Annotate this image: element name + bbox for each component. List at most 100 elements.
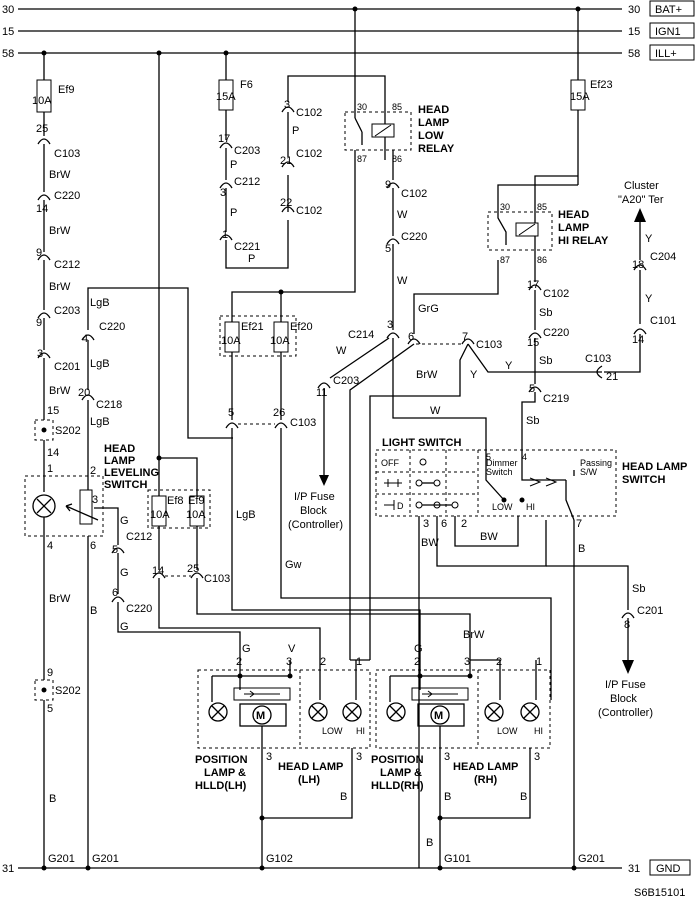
wire-b-6: B	[520, 791, 527, 803]
svg-text:9: 9	[385, 179, 391, 191]
cluster-label: Cluster "A20" Ter	[618, 180, 664, 206]
svg-text:14: 14	[47, 447, 59, 459]
rail-15-number: 15	[2, 26, 14, 38]
connector-c212-g: C212	[126, 531, 152, 543]
fuse-ef8-name: Ef8	[167, 495, 184, 507]
svg-text:"A20" Ter: "A20" Ter	[618, 194, 664, 206]
fuse-ef8-rating: 10A	[150, 509, 170, 521]
rail-label-ill: ILL+	[655, 48, 677, 60]
svg-text:Cluster: Cluster	[624, 180, 659, 192]
svg-text:HI RELAY: HI RELAY	[558, 235, 609, 247]
wire-sb-2: Sb	[539, 355, 552, 367]
fuse-ef9-mid-rating: 10A	[186, 509, 206, 521]
passing-label-2: S/W	[580, 467, 598, 477]
connector-c203-11: C203	[333, 375, 359, 387]
wire-g-1: G	[120, 515, 129, 527]
svg-text:30: 30	[500, 202, 510, 212]
svg-text:7: 7	[576, 518, 582, 530]
head-lamp-switch-title: HEAD LAMP SWITCH	[622, 461, 687, 486]
light-switch-title: LIGHT SWITCH	[382, 437, 461, 449]
svg-text:8: 8	[624, 619, 630, 631]
wire-y-4: Y	[645, 233, 653, 245]
svg-text:HEAD: HEAD	[104, 443, 135, 455]
connector-c102-3: C102	[296, 107, 322, 119]
connector-c203: C203	[54, 305, 80, 317]
wire-brw-5: BrW	[49, 593, 71, 605]
svg-text:3: 3	[266, 751, 272, 763]
connector-c203-f6: C203	[234, 145, 260, 157]
ip-fuse-block-1: I/P Fuse Block (Controller)	[288, 491, 343, 531]
svg-text:3: 3	[534, 751, 540, 763]
svg-text:14: 14	[152, 565, 164, 577]
rail-15-number-right: 15	[628, 26, 640, 38]
hi-relay-title: HEAD LAMP HI RELAY	[558, 209, 609, 247]
wire-g-3: G	[120, 621, 129, 633]
cluster-output: 21 C103 14 C101 Y 18 C204 Y Cluster "A20…	[580, 180, 676, 383]
svg-text:5: 5	[529, 383, 535, 395]
lgb-wire: 20 C218 LgB 4 C220 LgB LgB B G201	[78, 287, 233, 871]
svg-text:85: 85	[537, 202, 547, 212]
svg-text:3: 3	[286, 656, 292, 668]
passing-label-1: Passing	[580, 458, 612, 468]
svg-text:RELAY: RELAY	[418, 143, 455, 155]
rail-30-number-right: 30	[628, 4, 640, 16]
rh-lamp-assembly: 2 3 2 1 G M LOW HI 3 3 B B B G101 POSITI…	[350, 643, 551, 871]
power-rails: 30 15 58 30 15 58 BAT+ IGN1 ILL+ 31 31 G…	[2, 0, 695, 876]
leveling-switch-title: HEAD LAMP LEVELING SWITCH	[104, 443, 159, 491]
svg-text:3: 3	[423, 518, 429, 530]
svg-text:Block: Block	[610, 693, 637, 705]
svg-text:4: 4	[82, 333, 88, 345]
fuse-f6-name: F6	[240, 79, 253, 91]
connector-c101: C101	[650, 315, 676, 327]
f6-circuit: F6 15A 17 C203 P 3 C212 P 1 C221 P 22 C1…	[216, 53, 386, 269]
svg-text:4: 4	[522, 452, 527, 462]
svg-text:POSITION: POSITION	[371, 754, 424, 766]
svg-text:17: 17	[527, 279, 539, 291]
svg-text:3: 3	[356, 751, 362, 763]
svg-text:4: 4	[47, 540, 53, 552]
svg-text:I/P Fuse: I/P Fuse	[294, 491, 335, 503]
svg-text:9: 9	[47, 667, 53, 679]
svg-text:LEVELING: LEVELING	[104, 467, 159, 479]
svg-text:87: 87	[357, 154, 367, 164]
svg-text:HI: HI	[534, 726, 543, 736]
connector-c102-17: C102	[543, 288, 569, 300]
ground-g201-3: G201	[578, 853, 605, 865]
svg-text:2: 2	[461, 518, 467, 530]
svg-text:5: 5	[385, 243, 391, 255]
svg-text:HEAD LAMP: HEAD LAMP	[453, 761, 518, 773]
svg-text:5: 5	[47, 703, 53, 715]
svg-text:2: 2	[236, 656, 242, 668]
wire-brw-6: BrW	[416, 369, 438, 381]
fuse-ef9-mid-name: Ef9	[188, 495, 205, 507]
wire-y-3: Y	[645, 293, 653, 305]
svg-text:POSITION: POSITION	[195, 754, 248, 766]
connector-c218: C218	[96, 399, 122, 411]
wire-sb-3: Sb	[526, 415, 539, 427]
fuse-ef21-rating: 10A	[221, 335, 241, 347]
fuse-ef9-left-name: Ef9	[58, 84, 75, 96]
svg-text:5: 5	[228, 407, 234, 419]
svg-text:LAMP: LAMP	[418, 117, 449, 129]
connector-c221: C221	[234, 241, 260, 253]
svg-text:HEAD: HEAD	[418, 104, 449, 116]
connector-c220-lgb: C220	[99, 321, 125, 333]
svg-text:9: 9	[36, 247, 42, 259]
svg-text:2: 2	[320, 656, 326, 668]
svg-text:5: 5	[486, 452, 491, 462]
connector-c201: C201	[54, 361, 80, 373]
rail-58-number: 58	[2, 48, 14, 60]
svg-text:HI: HI	[526, 502, 535, 512]
wire-w-2: W	[397, 275, 408, 287]
left-column-circuit: Ef9 10A 25 C103 BrW 14 C220 BrW 9 C212 B…	[24, 53, 159, 871]
splice-s202-upper: S202	[55, 425, 81, 437]
svg-text:5: 5	[112, 544, 118, 556]
svg-text:LOW: LOW	[497, 726, 518, 736]
svg-text:25: 25	[36, 123, 48, 135]
svg-text:LAMP: LAMP	[104, 455, 135, 467]
wire-p-3: P	[248, 253, 255, 265]
svg-text:20: 20	[78, 387, 90, 399]
svg-text:LOW: LOW	[418, 130, 444, 142]
low-relay: 30 85 87 86 HEAD LAMP LOW RELAY 9 C102 W…	[231, 9, 455, 330]
wire-b-4: B	[340, 791, 347, 803]
